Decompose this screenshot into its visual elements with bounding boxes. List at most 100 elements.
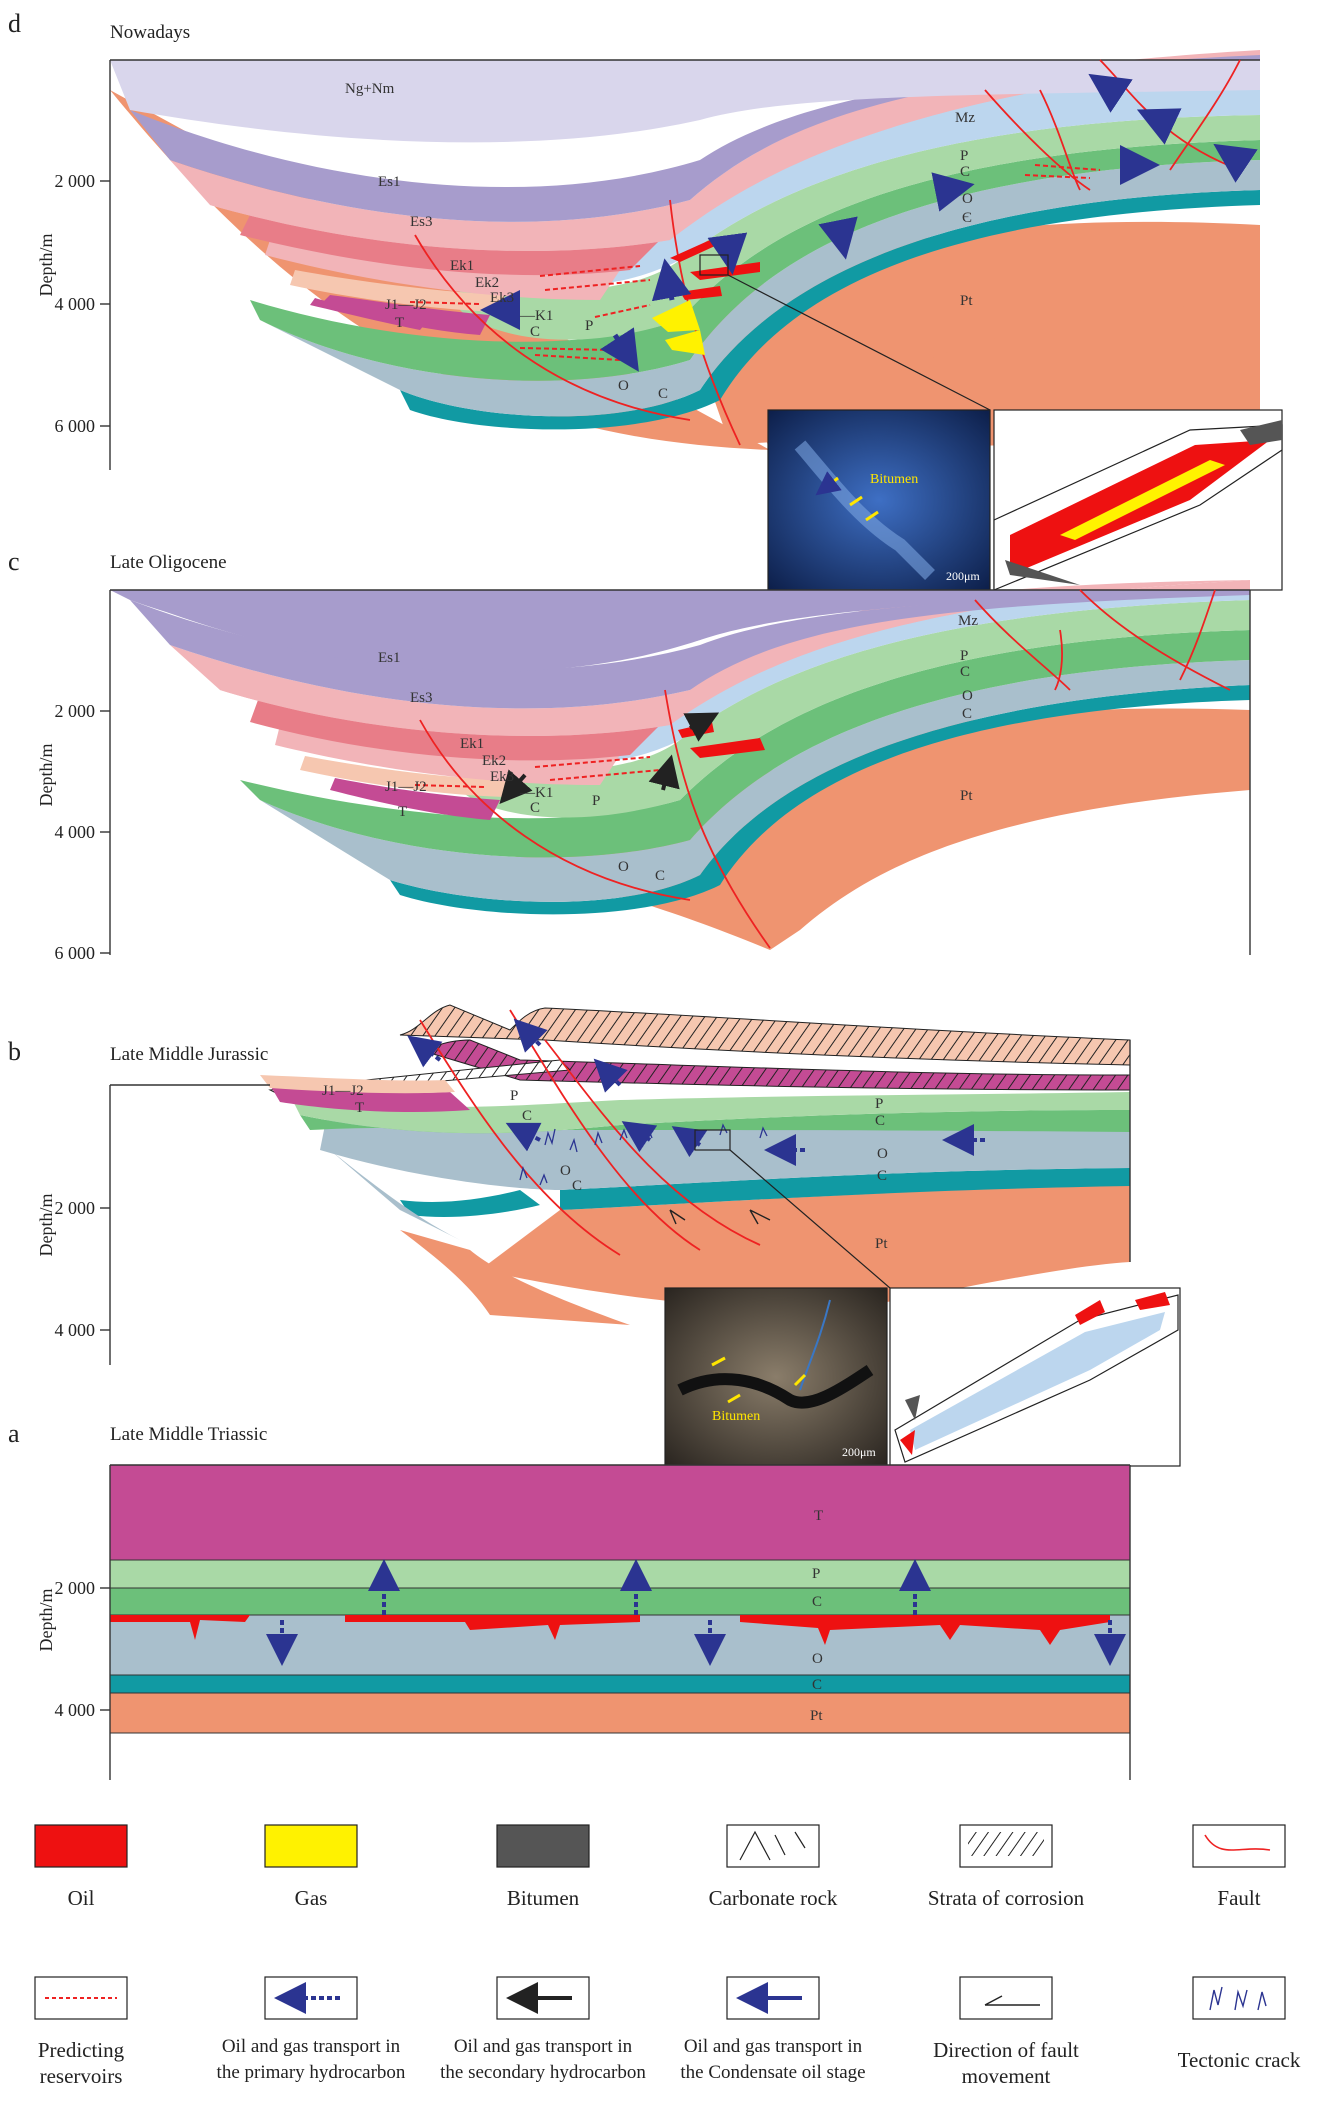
legend-item-gas: Gas	[264, 1824, 358, 1910]
panel-b-letter: b	[8, 1037, 21, 1066]
panel-b: b Late Middle Jurassic 2 000 4 000 Depth…	[8, 1004, 1181, 1467]
panel-b-thin-section: Bitumen 200μm	[664, 1287, 888, 1467]
a-oil-body	[110, 1615, 1110, 1645]
b-label-p2: P	[875, 1096, 883, 1112]
panel-b-labels: J1—J2 T P C O C P C O C Pt	[322, 1083, 888, 1252]
legend-condensate-line1: Oil and gas transport in	[684, 2036, 863, 2057]
label-o: O	[618, 378, 629, 394]
panel-d-tick-6000: 6 000	[55, 416, 96, 436]
panel-d-predicting-reservoirs	[409, 164, 1101, 361]
panel-c-tick-2000: 2 000	[55, 701, 96, 721]
label-es1: Es1	[378, 174, 401, 190]
panel-d-inset-marker	[699, 254, 729, 276]
legend-fault-move-line1: Direction of fault	[933, 2038, 1079, 2062]
legend-predicting-line2: reservoirs	[40, 2064, 123, 2088]
panel-d-oil-trap	[670, 240, 715, 262]
b-layer-pt	[480, 1185, 1130, 1309]
legend-predicting-line1: Predicting	[38, 2038, 125, 2062]
c-label-p2: P	[960, 648, 968, 664]
label-p2: P	[960, 148, 968, 164]
panel-b-fault-movement	[669, 1209, 771, 1225]
c-label-c1: C	[530, 800, 540, 816]
b-label-o2: O	[877, 1146, 888, 1162]
panel-d-gas-trap	[652, 300, 700, 332]
c-layer-es1-top	[110, 590, 1250, 672]
panel-d-ticks: 2 000 4 000 6 000	[55, 171, 110, 436]
legend-item-primary: Oil and gas transport in the primary hyd…	[217, 1976, 406, 2083]
layer-pt	[110, 90, 1260, 450]
b-layer-j	[260, 1075, 455, 1094]
panel-b-scale: 200μm	[842, 1445, 876, 1459]
panel-d-tick-4000: 4 000	[55, 294, 96, 314]
panel-c-labels: Es1 Es3 Ek1 Ek2 Ek3 J1—J2 T —K1 C P O C …	[378, 613, 978, 884]
legend-condensate-line2: the Condensate oil stage	[680, 2062, 865, 2083]
panel-b-bitumen-text: Bitumen	[712, 1409, 760, 1424]
c-label-es1: Es1	[378, 650, 401, 666]
b-label-c4: C	[877, 1168, 887, 1184]
panel-c-predicting-reservoirs	[414, 756, 661, 788]
b-label-j: J1—J2	[322, 1083, 364, 1099]
legend-item-carbonate: Carbonate rock	[709, 1824, 838, 1910]
a-primary-arrows	[266, 1559, 1126, 1666]
label-ngnm: Ng+Nm	[345, 81, 395, 97]
panel-b-primary-arrows	[407, 1018, 985, 1166]
panel-a: a Late Middle Triassic	[8, 1419, 1131, 1780]
c-layer-es1-body	[130, 590, 1250, 709]
label-c3: C	[960, 164, 970, 180]
a-layer-pt	[110, 1693, 1130, 1733]
svg-text:Tectonic crack: Tectonic crack	[1178, 2048, 1301, 2072]
panel-d-scale: 200μm	[946, 569, 980, 583]
legend-item-secondary: Oil and gas transport in the secondary h…	[440, 1976, 646, 2083]
b-label-c3: C	[875, 1113, 885, 1129]
c-label-ek3: Ek3	[490, 769, 514, 785]
legend-item-fault-move: Direction of fault movement	[933, 1976, 1079, 2088]
c-label-es3: Es3	[410, 690, 433, 706]
panel-c-tick-4000: 4 000	[55, 822, 96, 842]
c-label-pt: Pt	[960, 788, 973, 804]
panel-a-labels: T P C O C Pt	[810, 1508, 823, 1724]
b-layer-pt-left	[400, 1230, 630, 1325]
legend-primary-line2: the primary hydrocarbon	[217, 2062, 406, 2083]
b-label-c2: C	[572, 1178, 582, 1194]
legend-item-bitumen: Bitumen	[496, 1824, 590, 1910]
a-layer-p	[110, 1560, 1130, 1588]
legend: Oil Gas Bitumen Carbonate rock Strata of…	[34, 1824, 1301, 2088]
c-label-j: J1—J2	[385, 779, 427, 795]
layer-ngnm	[110, 60, 1260, 143]
panel-d-fracture-sketch	[993, 409, 1283, 591]
a-label-p: P	[812, 1566, 820, 1582]
c-label-k: —K1	[519, 785, 553, 801]
a-layer-c	[110, 1588, 1130, 1615]
panel-a-letter: a	[8, 1419, 20, 1448]
panel-c-letter: c	[8, 547, 20, 576]
c-layer-t	[330, 778, 500, 820]
label-t: T	[395, 315, 404, 331]
panel-d-condensate-arrows	[480, 73, 1258, 372]
panel-b-y-title: Depth/m	[36, 1194, 56, 1257]
a-label-o: O	[812, 1651, 823, 1667]
panel-d-title: Nowadays	[110, 22, 190, 43]
a-label-t: T	[814, 1508, 823, 1524]
label-k: —K1	[519, 308, 553, 324]
panel-c-secondary-arrows	[499, 712, 720, 804]
panel-d-y-title: Depth/m	[36, 234, 56, 297]
layer-es3	[170, 50, 1260, 252]
panel-b-callout-line	[729, 1149, 891, 1289]
b-label-t: T	[355, 1100, 364, 1116]
c-label-c3: C	[960, 664, 970, 680]
panel-c: c Late Oligocene 2 000 4 000 6 000 Depth…	[8, 547, 1251, 963]
label-ek3: Ek3	[490, 290, 514, 306]
label-o2: O	[962, 191, 973, 207]
panel-c-title: Late Oligocene	[110, 552, 227, 573]
a-label-c2: C	[812, 1677, 822, 1693]
c-label-c4: C	[962, 706, 972, 722]
panel-c-ticks: 2 000 4 000 6 000	[55, 701, 110, 963]
b-layer-cambrian-r	[560, 1168, 1130, 1210]
panel-a-tick-2000: 2 000	[55, 1578, 96, 1598]
svg-text:Carbonate rock: Carbonate rock	[709, 1886, 838, 1910]
legend-item-oil: Oil	[34, 1824, 128, 1910]
c-label-ek2: Ek2	[482, 753, 506, 769]
b-layer-cambrian-l	[400, 1190, 540, 1217]
panel-a-y-title: Depth/m	[36, 1589, 56, 1652]
b-corrosion-upper	[399, 1004, 1131, 1066]
